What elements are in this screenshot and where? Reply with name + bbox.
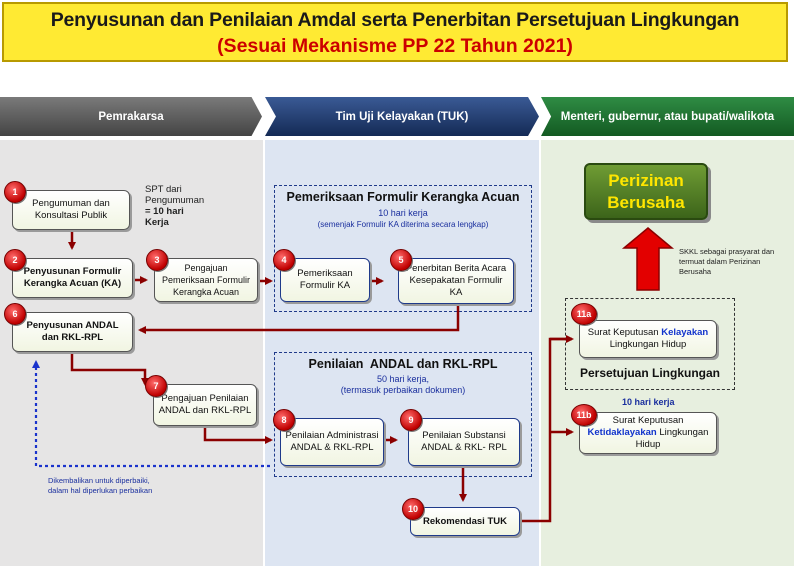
step-2-label: Penyusunan Formulir Kerangka Acuan (KA) — [23, 266, 122, 289]
spt-line1: SPT dari — [145, 184, 182, 195]
step-6-label: Penyusunan ANDAL dan RKL-RPL — [26, 320, 119, 343]
header-menteri-label: Menteri, gubernur, atau bupati/walikota — [560, 110, 775, 123]
step-2-badge: 2 — [4, 249, 26, 271]
andal-group-note: (termasuk perbaikan dokumen) — [340, 385, 466, 395]
step-10-label: Rekomendasi TUK — [423, 515, 507, 527]
ka-group-title: Pemeriksaan Formulir Kerangka Acuan — [286, 190, 520, 204]
step-5-badge: 5 — [390, 249, 412, 271]
persetujuan-label: Persetujuan Lingkungan — [579, 366, 720, 380]
skkl-note: SKKL sebagai prasyarat dan termuat dalam… — [679, 247, 775, 276]
perizinan-berusaha-box: Perizinan Berusaha — [584, 163, 708, 220]
step-11a-label: Surat Keputusan Kelayakan Lingkungan Hid… — [584, 327, 712, 351]
step-1-box: Pengumuman dan Konsultasi Publik — [12, 190, 130, 230]
group-pemeriksaan-ka — [274, 185, 532, 312]
step-2-box: Penyusunan Formulir Kerangka Acuan (KA) — [12, 258, 133, 298]
step-11b-box: Surat Keputusan Ketidaklayakan Lingkunga… — [579, 412, 717, 454]
spt-line4: Kerja — [145, 217, 169, 228]
spt-note: SPT dari Pengumuman = 10 hari Kerja — [145, 184, 204, 228]
step-10-badge: 10 — [402, 498, 424, 520]
perizinan-line2: Berusaha — [607, 192, 685, 212]
step-11a-pre: Surat Keputusan — [587, 327, 662, 338]
step-5-label: Penerbitan Berita Acara Kesepakatan Form… — [405, 263, 507, 298]
step-4-label: Pemeriksaan Formulir KA — [297, 268, 353, 291]
step-3-label: Pengajuan Pemeriksaan Formulir Kerangka … — [161, 263, 251, 297]
step-4-box: Pemeriksaan Formulir KA — [280, 258, 370, 302]
step-7-label: Pengajuan Penilaian ANDAL dan RKL-RPL — [158, 393, 252, 416]
step-10-box: Rekomendasi TUK — [410, 507, 520, 536]
header-tuk-label: Tim Uji Kelayakan (TUK) — [335, 110, 469, 123]
andal-group-days: 50 hari kerja, — [376, 374, 430, 384]
step-6-box: Penyusunan ANDAL dan RKL-RPL — [12, 312, 133, 352]
header-pemrakarsa: Pemrakarsa — [0, 97, 262, 136]
ka-group-days: 10 hari kerja — [378, 208, 428, 218]
arrow-6-7 — [70, 352, 149, 386]
header-tuk: Tim Uji Kelayakan (TUK) — [265, 97, 539, 136]
ten-days-note: 10 hari kerja — [622, 397, 675, 407]
andal-group-title: Penilaian ANDAL dan RKL-RPL — [308, 357, 498, 371]
step-4-badge: 4 — [273, 249, 295, 271]
page-title: Penyusunan dan Penilaian Amdal serta Pen… — [50, 9, 740, 31]
arrow-7-8 — [203, 426, 273, 444]
step-8-box: Penilaian Administrasi ANDAL & RKL-RPL — [280, 418, 384, 466]
arrow-return-dotted — [32, 360, 270, 468]
tuk-column — [265, 140, 539, 566]
spt-line3: = 10 hari — [145, 206, 184, 217]
step-3-box: Pengajuan Pemeriksaan Formulir Kerangka … — [154, 258, 258, 302]
step-11b-label: Surat Keputusan Ketidaklayakan Lingkunga… — [584, 415, 712, 451]
step-7-box: Pengajuan Penilaian ANDAL dan RKL-RPL — [153, 384, 257, 426]
big-up-arrow — [621, 227, 675, 291]
group-persetujuan-lingkungan — [565, 298, 735, 390]
step-5-box: Penerbitan Berita Acara Kesepakatan Form… — [398, 258, 514, 304]
title-banner: Penyusunan dan Penilaian Amdal serta Pen… — [2, 2, 788, 62]
step-9-badge: 9 — [400, 409, 422, 431]
return-note: Dikembalikan untuk diperbaiki, dalam hal… — [48, 476, 153, 495]
step-11a-highlight: Kelayakan — [661, 327, 709, 338]
step-9-label: Penilaian Substansi ANDAL & RKL- RPL — [421, 430, 507, 453]
perizinan-line1: Perizinan — [608, 170, 684, 190]
step-11a-box: Surat Keputusan Kelayakan Lingkungan Hid… — [579, 320, 717, 358]
step-1-label: Pengumuman dan Konsultasi Publik — [32, 198, 110, 221]
step-11a-post: Lingkungan Hidup — [609, 339, 687, 350]
step-3-badge: 3 — [146, 249, 168, 271]
step-1-badge: 1 — [4, 181, 26, 203]
step-11b-highlight: Ketidaklayakan — [587, 427, 657, 438]
step-8-badge: 8 — [273, 409, 295, 431]
header-pemrakarsa-label: Pemrakarsa — [98, 110, 164, 123]
step-8-label: Penilaian Administrasi ANDAL & RKL-RPL — [285, 430, 379, 453]
ka-group-note: (semenjak Formulir KA diterima secara le… — [317, 220, 489, 229]
step-11b-badge: 11b — [571, 404, 597, 426]
header-menteri: Menteri, gubernur, atau bupati/walikota — [541, 97, 794, 136]
step-9-box: Penilaian Substansi ANDAL & RKL- RPL — [408, 418, 520, 466]
step-11b-pre: Surat Keputusan — [612, 415, 684, 426]
spt-line2: Pengumuman — [145, 195, 205, 206]
page-subtitle: (Sesuai Mekanisme PP 22 Tahun 2021) — [217, 35, 573, 57]
step-11b-post: Lingkungan Hidup — [635, 427, 709, 450]
arrow-5-6 — [138, 304, 460, 334]
step-11a-badge: 11a — [571, 303, 597, 325]
step-6-badge: 6 — [4, 303, 26, 325]
step-7-badge: 7 — [145, 375, 167, 397]
